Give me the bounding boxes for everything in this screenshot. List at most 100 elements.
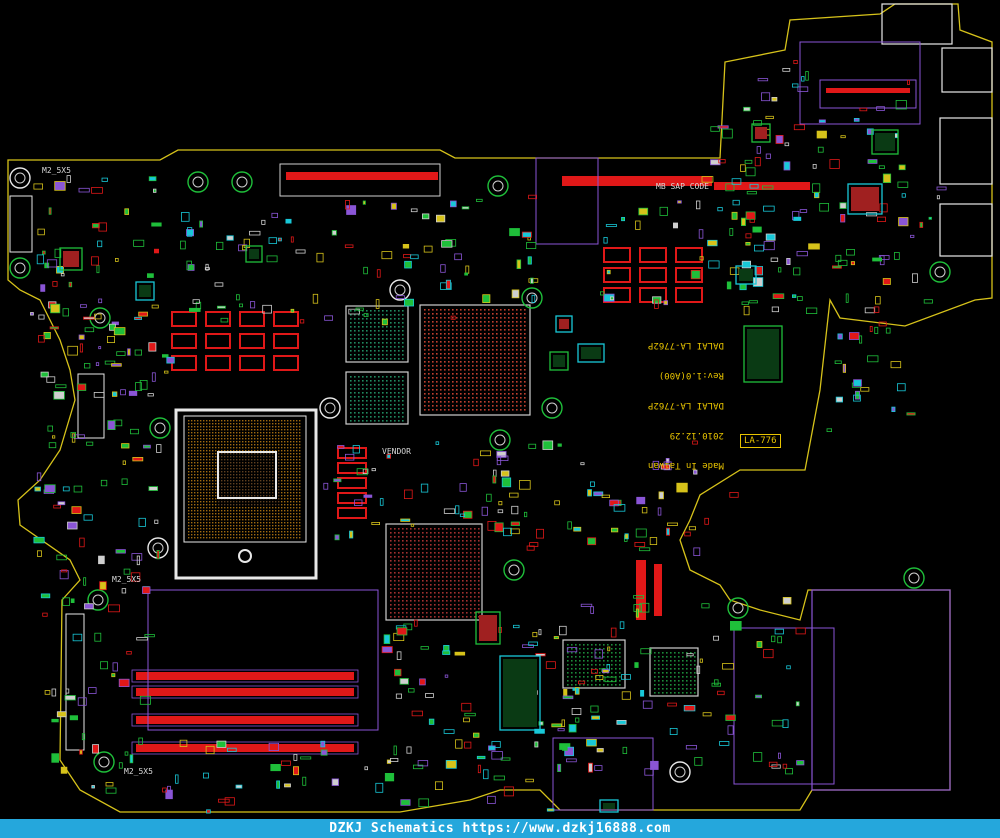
cpu-pin: [215, 471, 217, 473]
bga-ball: [432, 345, 434, 347]
bga-ball: [436, 353, 438, 355]
smd-component: [355, 307, 364, 311]
mounting-hole-inner: [934, 266, 946, 278]
smd-component: [71, 506, 82, 514]
bga-ball: [583, 672, 585, 674]
cpu-pin: [239, 456, 241, 458]
cpu-pin: [224, 504, 226, 506]
cpu-pin: [203, 441, 205, 443]
bga-ball: [362, 310, 364, 312]
cpu-pin: [209, 474, 211, 476]
smd-component: [708, 260, 720, 269]
smd-component: [188, 307, 201, 312]
smd-component: [594, 765, 603, 771]
smd-component: [33, 536, 45, 544]
cpu-pin: [287, 450, 289, 452]
cpu-pin: [200, 510, 202, 512]
cpu-pin: [293, 504, 295, 506]
cpu-pin: [293, 456, 295, 458]
bga-ball: [508, 337, 510, 339]
cpu-pin: [269, 537, 271, 539]
bga-ball: [512, 373, 514, 375]
bga-ball: [670, 672, 672, 674]
cpu-pin: [248, 441, 250, 443]
bga-ball: [362, 318, 364, 320]
bga-ball: [452, 321, 454, 323]
cpu-pin: [260, 525, 262, 527]
bga-ball: [406, 560, 408, 562]
cpu-pin: [227, 489, 229, 491]
cpu-pin: [200, 483, 202, 485]
bga-ball: [678, 676, 680, 678]
bga-ball: [508, 309, 510, 311]
bga-ball: [682, 692, 684, 694]
bga-ball: [444, 377, 446, 379]
bga-ball: [410, 564, 412, 566]
cpu-pin: [293, 468, 295, 470]
bga-ball: [358, 388, 360, 390]
bga-ball: [390, 576, 392, 578]
cpu-pin: [233, 435, 235, 437]
cpu-pin: [239, 441, 241, 443]
smd-component: [404, 260, 412, 269]
cpu-pin: [272, 432, 274, 434]
smd-component: [414, 619, 418, 627]
smd-component: [748, 300, 758, 304]
cpu-pin: [203, 486, 205, 488]
cpu-pin: [293, 438, 295, 440]
bga-ball: [478, 540, 480, 542]
cpu-pin: [206, 501, 208, 503]
bga-ball: [470, 552, 472, 554]
bga-ball: [424, 373, 426, 375]
cpu-pin: [206, 486, 208, 488]
bga-ball: [478, 600, 480, 602]
ic-body: [755, 127, 767, 139]
cpu-pin: [281, 522, 283, 524]
smd-component: [403, 298, 414, 307]
bga-ball: [686, 664, 688, 666]
bga-ball: [587, 668, 589, 670]
bga-ball: [410, 604, 412, 606]
smd-component: [619, 621, 625, 629]
smd-component: [331, 230, 337, 236]
smd-component: [603, 293, 615, 302]
bga-ball: [432, 321, 434, 323]
cpu-pin: [239, 447, 241, 449]
bga-ball: [619, 644, 621, 646]
bga-ball: [436, 325, 438, 327]
smd-component: [151, 222, 162, 227]
bga-ball: [378, 326, 380, 328]
cpu-pin: [263, 435, 265, 437]
cpu-pin: [269, 489, 271, 491]
bga-ball: [418, 580, 420, 582]
bga-ball: [430, 596, 432, 598]
cpu-pin: [206, 525, 208, 527]
cpu-pin: [230, 438, 232, 440]
cpu-pin: [275, 510, 277, 512]
bga-ball: [390, 326, 392, 328]
bga-ball: [682, 652, 684, 654]
bga-ball: [619, 648, 621, 650]
ram-slot-outline: [131, 741, 359, 755]
cpu-pin: [242, 534, 244, 536]
bga-ball: [658, 656, 660, 658]
bga-ball: [480, 341, 482, 343]
cpu-pin: [212, 534, 214, 536]
cpu-pin: [203, 432, 205, 434]
cpu-pin: [251, 444, 253, 446]
bga-ball: [432, 341, 434, 343]
cpu-pin: [278, 498, 280, 500]
cpu-pin: [260, 519, 262, 521]
bga-ball: [398, 392, 400, 394]
bga-ball: [599, 680, 601, 682]
bga-ball: [476, 357, 478, 359]
cpu-pin: [260, 483, 262, 485]
ic-package: [135, 281, 155, 301]
cpu-pin: [248, 420, 250, 422]
cpu-pin: [221, 504, 223, 506]
bga-ball: [454, 604, 456, 606]
cpu-pin: [269, 429, 271, 431]
bga-ball: [428, 321, 430, 323]
cpu-pin: [275, 537, 277, 539]
cpu-pin: [266, 435, 268, 437]
